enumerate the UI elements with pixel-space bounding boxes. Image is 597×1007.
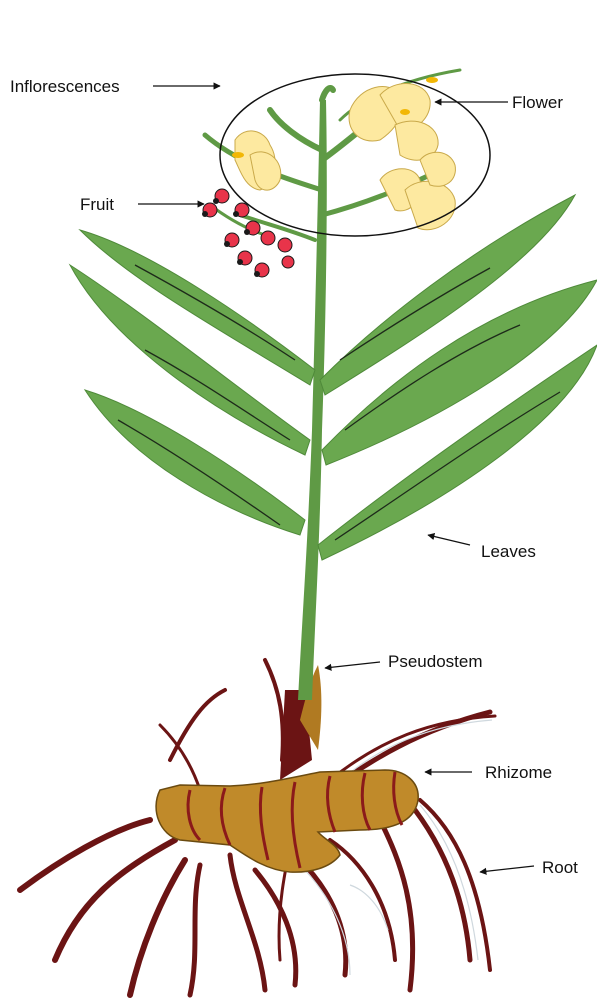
rhizome xyxy=(156,770,418,872)
label-inflorescences: Inflorescences xyxy=(10,77,120,96)
label-flower: Flower xyxy=(512,93,563,112)
fruit-cluster xyxy=(202,189,294,277)
label-fruit: Fruit xyxy=(80,195,114,214)
label-root: Root xyxy=(542,858,578,877)
label-pseudostem: Pseudostem xyxy=(388,652,483,671)
leaves xyxy=(70,195,597,560)
label-leaves: Leaves xyxy=(481,542,536,561)
label-rhizome: Rhizome xyxy=(485,763,552,782)
